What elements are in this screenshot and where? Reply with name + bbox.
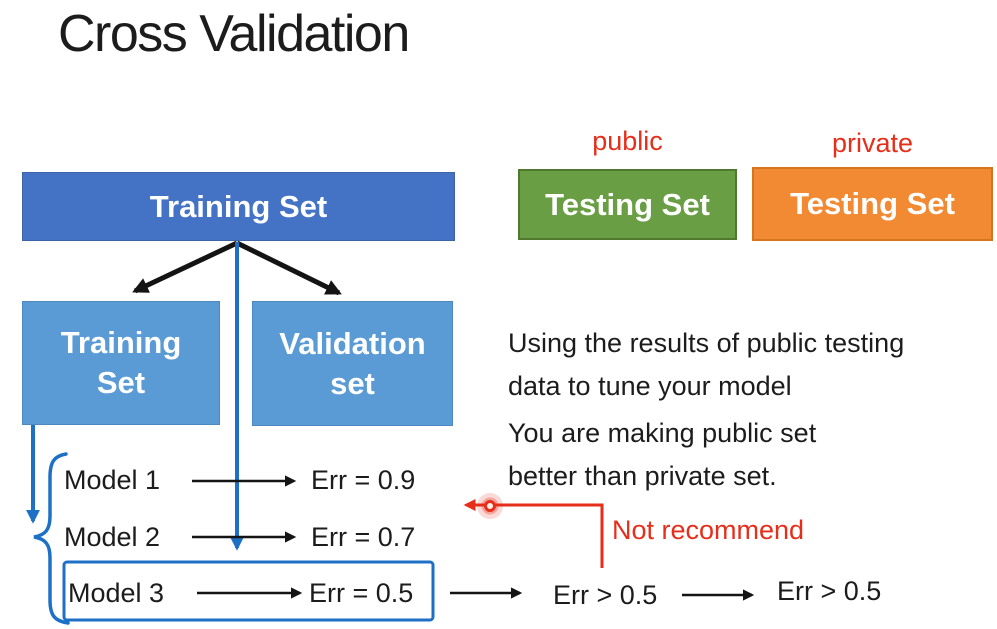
laser-pointer-dot xyxy=(477,493,503,519)
not-recommend-label: Not recommend xyxy=(612,515,805,545)
public-label: public xyxy=(592,126,663,156)
not-recommend-arrow xyxy=(463,499,604,568)
model-1-label: Model 1 xyxy=(64,465,161,495)
training-set-label: Training Set xyxy=(149,188,328,224)
models-brace xyxy=(33,452,70,625)
arrow-training-to-subtraining xyxy=(132,240,239,294)
private-err-value: Err > 0.5 xyxy=(777,576,882,606)
private-label: private xyxy=(831,128,914,158)
validation-set-label: Validation set xyxy=(279,325,426,401)
public-err-value: Err > 0.5 xyxy=(553,580,658,610)
annotation-text: Using the results of public testing data… xyxy=(508,322,986,498)
annotation-paragraph-2: You are making public set better than pr… xyxy=(508,418,817,491)
public-testing-set-label: Testing Set xyxy=(545,186,710,222)
model-2-label: Model 2 xyxy=(64,522,161,552)
model-3-err: Err = 0.5 xyxy=(309,578,414,608)
training-set-box: Training Set xyxy=(22,172,455,241)
arrow-training-to-validation xyxy=(235,240,342,296)
private-testing-set-label: Testing Set xyxy=(790,186,955,221)
page-title: Cross Validation xyxy=(58,5,410,63)
model-2-err: Err = 0.7 xyxy=(311,522,416,552)
private-testing-set-box: Testing Set xyxy=(752,167,993,241)
public-testing-set-box: Testing Set xyxy=(518,169,737,240)
annotation-paragraph-1: Using the results of public testing data… xyxy=(508,328,905,401)
model-3-label: Model 3 xyxy=(68,578,165,608)
sub-training-set-box: Training Set xyxy=(22,301,220,425)
sub-training-set-label: Training Set xyxy=(60,325,182,400)
validation-set-box: Validation set xyxy=(252,301,453,426)
model-1-err: Err = 0.9 xyxy=(311,465,416,495)
